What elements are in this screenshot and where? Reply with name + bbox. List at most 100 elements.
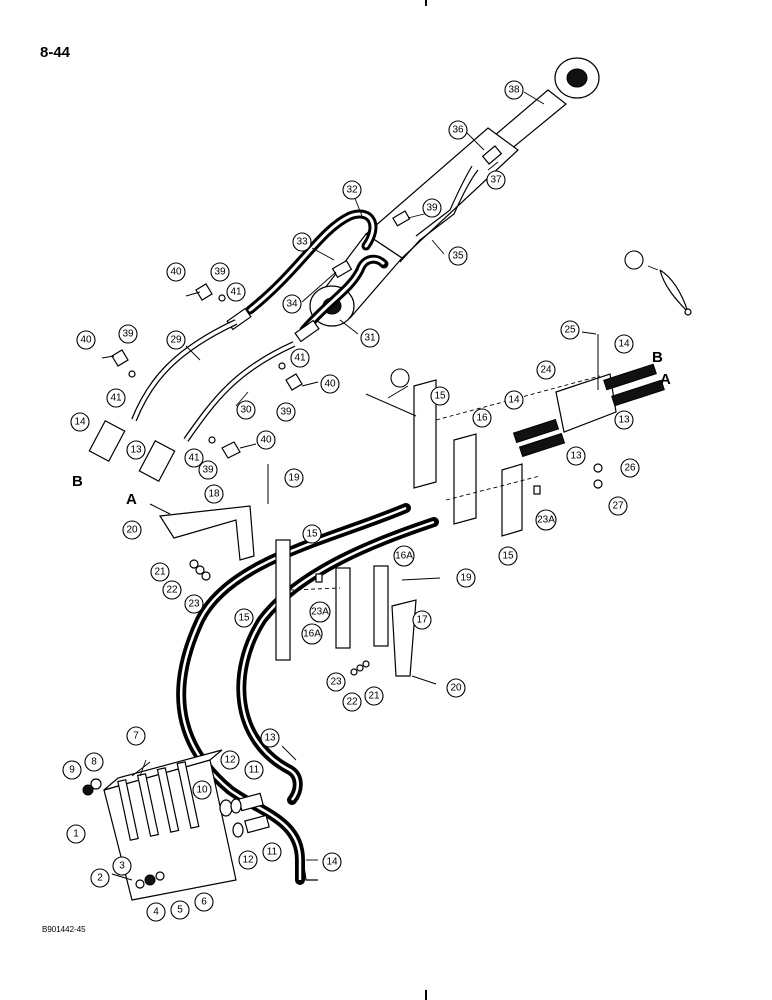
hoses-31-32 [226, 209, 389, 343]
washer-22-right [356, 664, 364, 672]
svg-text:14: 14 [618, 339, 630, 350]
callout-13-left: 13 [126, 440, 146, 460]
leader-30 [339, 319, 359, 335]
callout-18: 18 [204, 484, 224, 504]
valve-section-2 [136, 773, 160, 837]
svg-text:40: 40 [170, 267, 182, 278]
control-valve-assembly [82, 749, 318, 901]
clamp-block-16A-a [335, 567, 351, 649]
clamp-block-16 [453, 433, 477, 525]
leader-35 [465, 131, 485, 151]
callout-15-lower-b: 15 [234, 608, 254, 628]
leader-33 [301, 271, 337, 303]
svg-text:12: 12 [242, 855, 254, 866]
adapter-13-mid [518, 432, 566, 458]
svg-text:25: 25 [564, 325, 576, 336]
bracket-18 [158, 505, 255, 561]
callout-11-lower: 11 [262, 842, 282, 862]
bolt-20-lower [411, 675, 437, 685]
callout-16: 16 [472, 408, 492, 428]
svg-text:32: 32 [346, 185, 358, 196]
callout-23-left: 23 [184, 594, 204, 614]
washer-26 [593, 463, 603, 473]
svg-text:14: 14 [326, 857, 338, 868]
svg-text:15: 15 [306, 529, 318, 540]
callout-39-c: 39 [276, 402, 296, 422]
callout-34: 35 [448, 246, 468, 266]
callout-5: 5 [170, 900, 190, 920]
svg-text:18: 18 [208, 489, 220, 500]
nut-4 [144, 874, 156, 886]
callout-22-left: 22 [162, 580, 182, 600]
leader-28 [185, 345, 201, 361]
leader-42 [647, 265, 659, 271]
callout-25: 25 [560, 320, 580, 340]
callout-28: 29 [166, 330, 186, 350]
callout-20-upper: 20 [122, 520, 142, 540]
callout-15-lower-a: 15 [302, 524, 322, 544]
svg-text:7: 7 [133, 731, 139, 742]
leader-29 [235, 391, 249, 407]
callout-23-right: 23 [326, 672, 346, 692]
nut-41-c [278, 362, 286, 370]
callout-41-a: 41 [226, 282, 246, 302]
svg-text:3: 3 [119, 861, 125, 872]
callout-15-upper: 15 [430, 386, 450, 406]
clamp-block-15-right [501, 463, 523, 537]
callout-40-d: 40 [256, 430, 276, 450]
svg-text:13: 13 [264, 733, 276, 744]
svg-text:26: 26 [624, 463, 636, 474]
svg-text:6: 6 [201, 897, 207, 908]
svg-text:20: 20 [450, 683, 462, 694]
hose-14-highlight [179, 506, 407, 880]
plate-24 [555, 373, 617, 433]
svg-text:33: 33 [296, 237, 308, 248]
plug-8 [90, 778, 102, 790]
svg-text:23: 23 [188, 599, 200, 610]
clamp-39-d [221, 441, 241, 459]
cylinder-tube-34-inner [415, 165, 473, 237]
svg-text:21: 21 [154, 567, 166, 578]
callout-27: 27 [608, 496, 628, 516]
svg-text:39: 39 [280, 407, 292, 418]
leader-32 [311, 247, 335, 261]
svg-text:37: 37 [490, 175, 502, 186]
callout-30: 31 [360, 328, 380, 348]
adapter-13-right [611, 379, 665, 407]
callout-14-lower: 14 [322, 852, 342, 872]
view-letter-a-left: A [126, 491, 137, 508]
svg-text:14: 14 [74, 417, 86, 428]
callout-13-mid: 13 [566, 446, 586, 466]
svg-text:13: 13 [130, 445, 142, 456]
svg-text:11: 11 [249, 765, 260, 776]
callout-12-upper: 12 [220, 750, 240, 770]
callout-37: 38 [504, 80, 524, 100]
hose-32-highlight [302, 257, 386, 331]
callout-33: 34 [282, 294, 302, 314]
callout-13-right: 13 [614, 410, 634, 430]
strap-42 [659, 269, 689, 313]
leader-34 [431, 239, 445, 255]
callout-4: 4 [146, 902, 166, 922]
view-letter-b-left: B [72, 473, 83, 490]
adapter-13-left [138, 440, 176, 482]
svg-text:12: 12 [224, 755, 236, 766]
strap-42-end [684, 308, 692, 316]
callout-40-a: 40 [166, 262, 186, 282]
view-letter-a-right: A [660, 371, 671, 388]
leader-lines [139, 91, 659, 861]
valve-spools [117, 761, 200, 841]
washer-3 [135, 879, 145, 889]
svg-text:39: 39 [426, 203, 438, 214]
svg-text:21: 21 [368, 691, 380, 702]
svg-text:11: 11 [267, 847, 278, 858]
leader-37 [523, 91, 545, 105]
svg-text:41: 41 [188, 453, 200, 464]
callout-38: 39 [422, 198, 442, 218]
main-hoses [176, 503, 439, 885]
adapter-14-left [88, 420, 126, 462]
callout-42 [624, 250, 644, 270]
svg-text:40: 40 [260, 435, 272, 446]
nut-23A-right [533, 485, 541, 495]
